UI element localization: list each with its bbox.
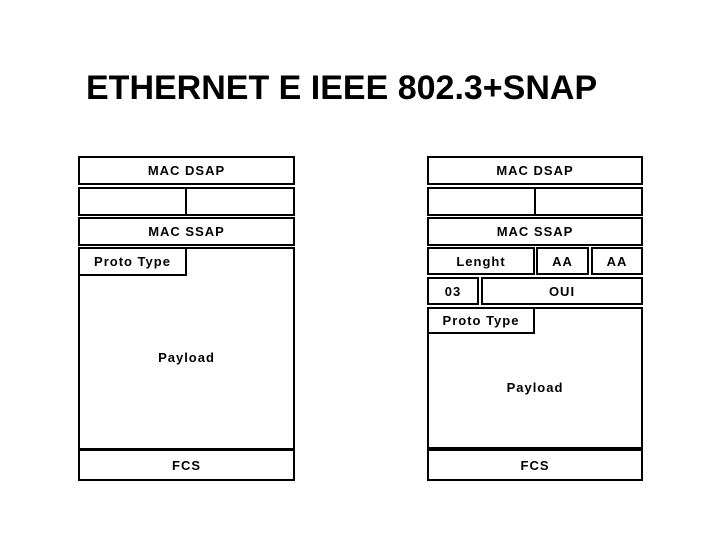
right-fcs-field: FCS	[427, 449, 643, 481]
right-mac-ssap-field: MAC SSAP	[427, 217, 643, 246]
left-fcs-field: FCS	[78, 449, 295, 481]
right-mac-address-divider	[534, 188, 536, 215]
right-length-field: Lenght	[427, 247, 535, 275]
left-payload-label: Payload	[158, 350, 215, 365]
right-aa-right-field: AA	[591, 247, 643, 275]
right-oui-field: OUI	[481, 277, 643, 305]
left-payload-field	[78, 247, 295, 450]
left-mac-dsap-field: MAC DSAP	[78, 156, 295, 185]
right-proto-type-field: Proto Type	[427, 307, 535, 334]
right-payload-label: Payload	[506, 380, 564, 395]
right-control-03-field: 03	[427, 277, 479, 305]
slide-title: ETHERNET E IEEE 802.3+SNAP	[86, 69, 598, 107]
left-proto-type-field: Proto Type	[78, 247, 187, 276]
right-mac-dsap-field: MAC DSAP	[427, 156, 643, 185]
right-aa-left-field: AA	[536, 247, 589, 275]
left-mac-address-divider	[185, 188, 187, 215]
left-mac-ssap-field: MAC SSAP	[78, 217, 295, 246]
